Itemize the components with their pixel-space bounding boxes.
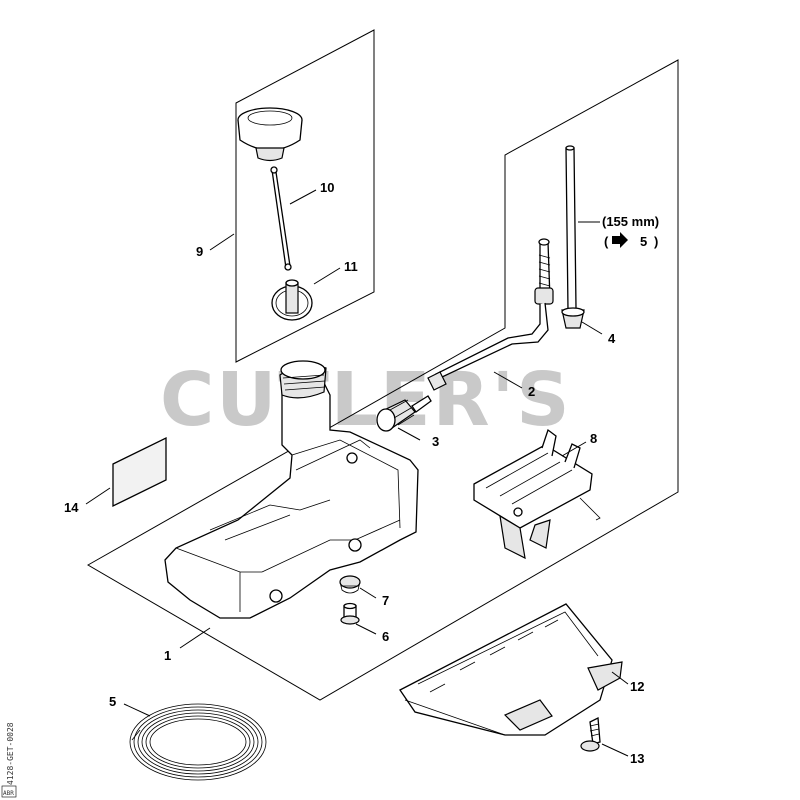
callout-3: 3 [432, 434, 439, 449]
fuel-tank-part [164, 360, 419, 619]
leader-5 [123, 703, 151, 717]
cap-group-outline [235, 29, 375, 363]
callout-1: 1 [164, 648, 171, 663]
leader-10 [289, 189, 317, 205]
callout-10: 10 [320, 180, 334, 195]
screw-part [580, 716, 601, 752]
callout-14: 14 [64, 500, 79, 515]
leader-8 [561, 441, 587, 457]
leader-1 [179, 627, 211, 649]
leader-13 [601, 743, 629, 757]
grommet-part [339, 575, 361, 594]
callout-8: 8 [590, 431, 597, 446]
callout-12: 12 [630, 679, 644, 694]
leader-2 [493, 371, 523, 389]
cap-tether-part [271, 168, 291, 269]
leader-14 [85, 487, 111, 505]
carrier-plate-part [399, 603, 623, 736]
label-decal-part [112, 436, 167, 508]
note-ref-number: 5 [640, 234, 647, 249]
coiled-hose-part [129, 703, 267, 781]
vertical-drawing-code: 4128-GET-0028 [6, 722, 15, 785]
callout-2: 2 [528, 384, 535, 399]
corner-mark: ABR [3, 790, 14, 797]
tether-top-end [270, 166, 278, 174]
tank-bracket-part [473, 428, 601, 560]
note-ref-open: ( [604, 234, 609, 249]
leader-11 [313, 267, 341, 285]
note-length: (155 mm) [602, 214, 659, 229]
leader-3 [397, 427, 421, 441]
callout-7: 7 [382, 593, 389, 608]
arrow-right-icon [612, 232, 628, 248]
leader-9 [209, 233, 235, 251]
pickup-body-part [427, 238, 554, 391]
callout-4: 4 [608, 331, 616, 346]
corner-mark-box [1, 785, 17, 798]
callout-5: 5 [109, 694, 116, 709]
leader-12 [611, 671, 629, 685]
leader-7 [359, 587, 377, 599]
note-ref-close: ) [654, 234, 658, 249]
callout-9: 9 [196, 244, 203, 259]
callout-13: 13 [630, 751, 644, 766]
plug-part [340, 602, 360, 625]
callout-6: 6 [382, 629, 389, 644]
leader-4 [581, 321, 603, 335]
tank-group-outline [86, 59, 679, 701]
callout-11: 11 [344, 259, 358, 274]
vent-tube-part [561, 145, 585, 329]
watermark-text: CUTLER'S [160, 357, 572, 443]
tether-bottom-end [284, 263, 292, 271]
fuel-filter-part [376, 395, 432, 432]
leader-6 [355, 623, 377, 635]
fuel-cap-part [237, 107, 303, 162]
retaining-ring-part [271, 279, 313, 321]
